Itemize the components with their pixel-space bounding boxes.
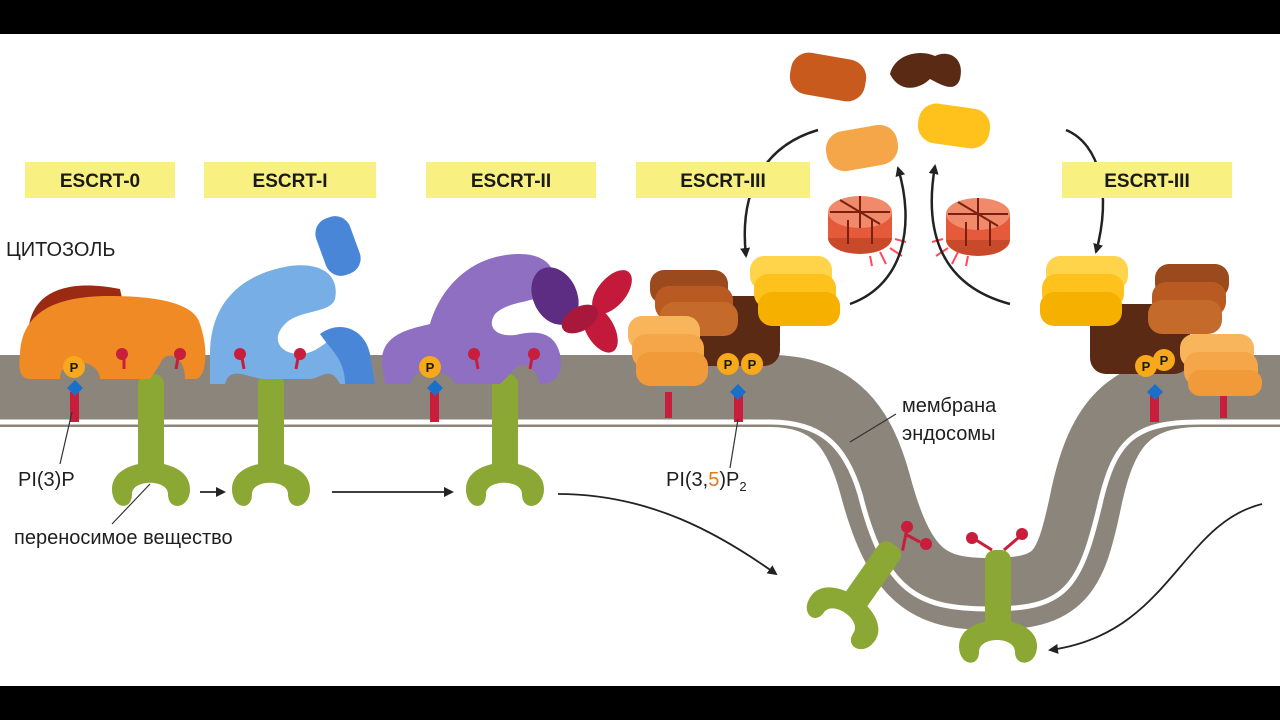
- cargo-receptor-2: [232, 374, 310, 506]
- process-arrows: [200, 487, 1263, 654]
- escrt-0-complex: [19, 285, 206, 379]
- escrt-iii-left-complex: [628, 256, 840, 386]
- escrt-i-complex: [210, 216, 375, 384]
- pi3p-lipids: [70, 392, 1227, 422]
- phosphate-labels: P P P P P P: [70, 353, 1169, 375]
- membrane-label-line2: эндосомы: [902, 423, 996, 445]
- banner-escrt-iii-right: ESCRT-III: [1062, 162, 1232, 198]
- svg-text:P: P: [1160, 353, 1169, 368]
- complex-banners: ESCRT-0 ESCRT-I ESCRT-II ESCRT-III ESCRT…: [25, 162, 1232, 198]
- svg-text:P: P: [724, 357, 733, 372]
- escrt-diagram: P P P P P P ESCRT-0 ESCRT-I ES: [0, 52, 1280, 663]
- banner-escrt-0: ESCRT-0: [25, 162, 175, 198]
- escrt-iii-disassembled-subunits: [789, 52, 991, 172]
- ubiquitin-tags: [116, 348, 540, 370]
- cargo-receptor-4: [806, 520, 914, 650]
- svg-text:ESCRT-III: ESCRT-III: [1104, 171, 1190, 192]
- membrane-label-line1: мембрана: [902, 395, 997, 417]
- diagram-canvas: P P P P P P ESCRT-0 ESCRT-I ES: [0, 34, 1280, 686]
- ubiquitin-tags-bud: [904, 532, 932, 550]
- svg-text:P: P: [748, 357, 757, 372]
- cargo-receptor-5: [959, 528, 1037, 663]
- svg-text:P: P: [426, 360, 435, 375]
- svg-text:ESCRT-II: ESCRT-II: [471, 171, 551, 192]
- banner-escrt-i: ESCRT-I: [204, 162, 376, 198]
- cargo-receptor-1: [112, 374, 190, 506]
- banner-escrt-iii-left: ESCRT-III: [636, 162, 810, 198]
- svg-text:ESCRT-III: ESCRT-III: [680, 171, 766, 192]
- cytosol-label: ЦИТОЗОЛЬ: [6, 239, 115, 261]
- svg-text:P: P: [1142, 359, 1151, 374]
- pi3p-label: PI(3)P: [18, 469, 75, 491]
- svg-text:ESCRT-I: ESCRT-I: [253, 171, 328, 192]
- escrt-iii-right-complex: [1040, 256, 1262, 396]
- escrt-ii-complex: [381, 254, 632, 384]
- svg-text:ESCRT-0: ESCRT-0: [60, 171, 140, 192]
- pi35p2-label: PI(3,5)P2: [666, 469, 747, 494]
- svg-text:P: P: [70, 360, 79, 375]
- cargo-label: переносимое вещество: [14, 527, 233, 549]
- cargo-receptor-3: [466, 374, 544, 506]
- banner-escrt-ii: ESCRT-II: [426, 162, 596, 198]
- endosome-membrane: [0, 355, 1280, 631]
- label-leader-lines: [59, 411, 897, 525]
- vps4-hexamer-icon: [828, 196, 1010, 267]
- phosphate-marker-icon: [63, 349, 1175, 400]
